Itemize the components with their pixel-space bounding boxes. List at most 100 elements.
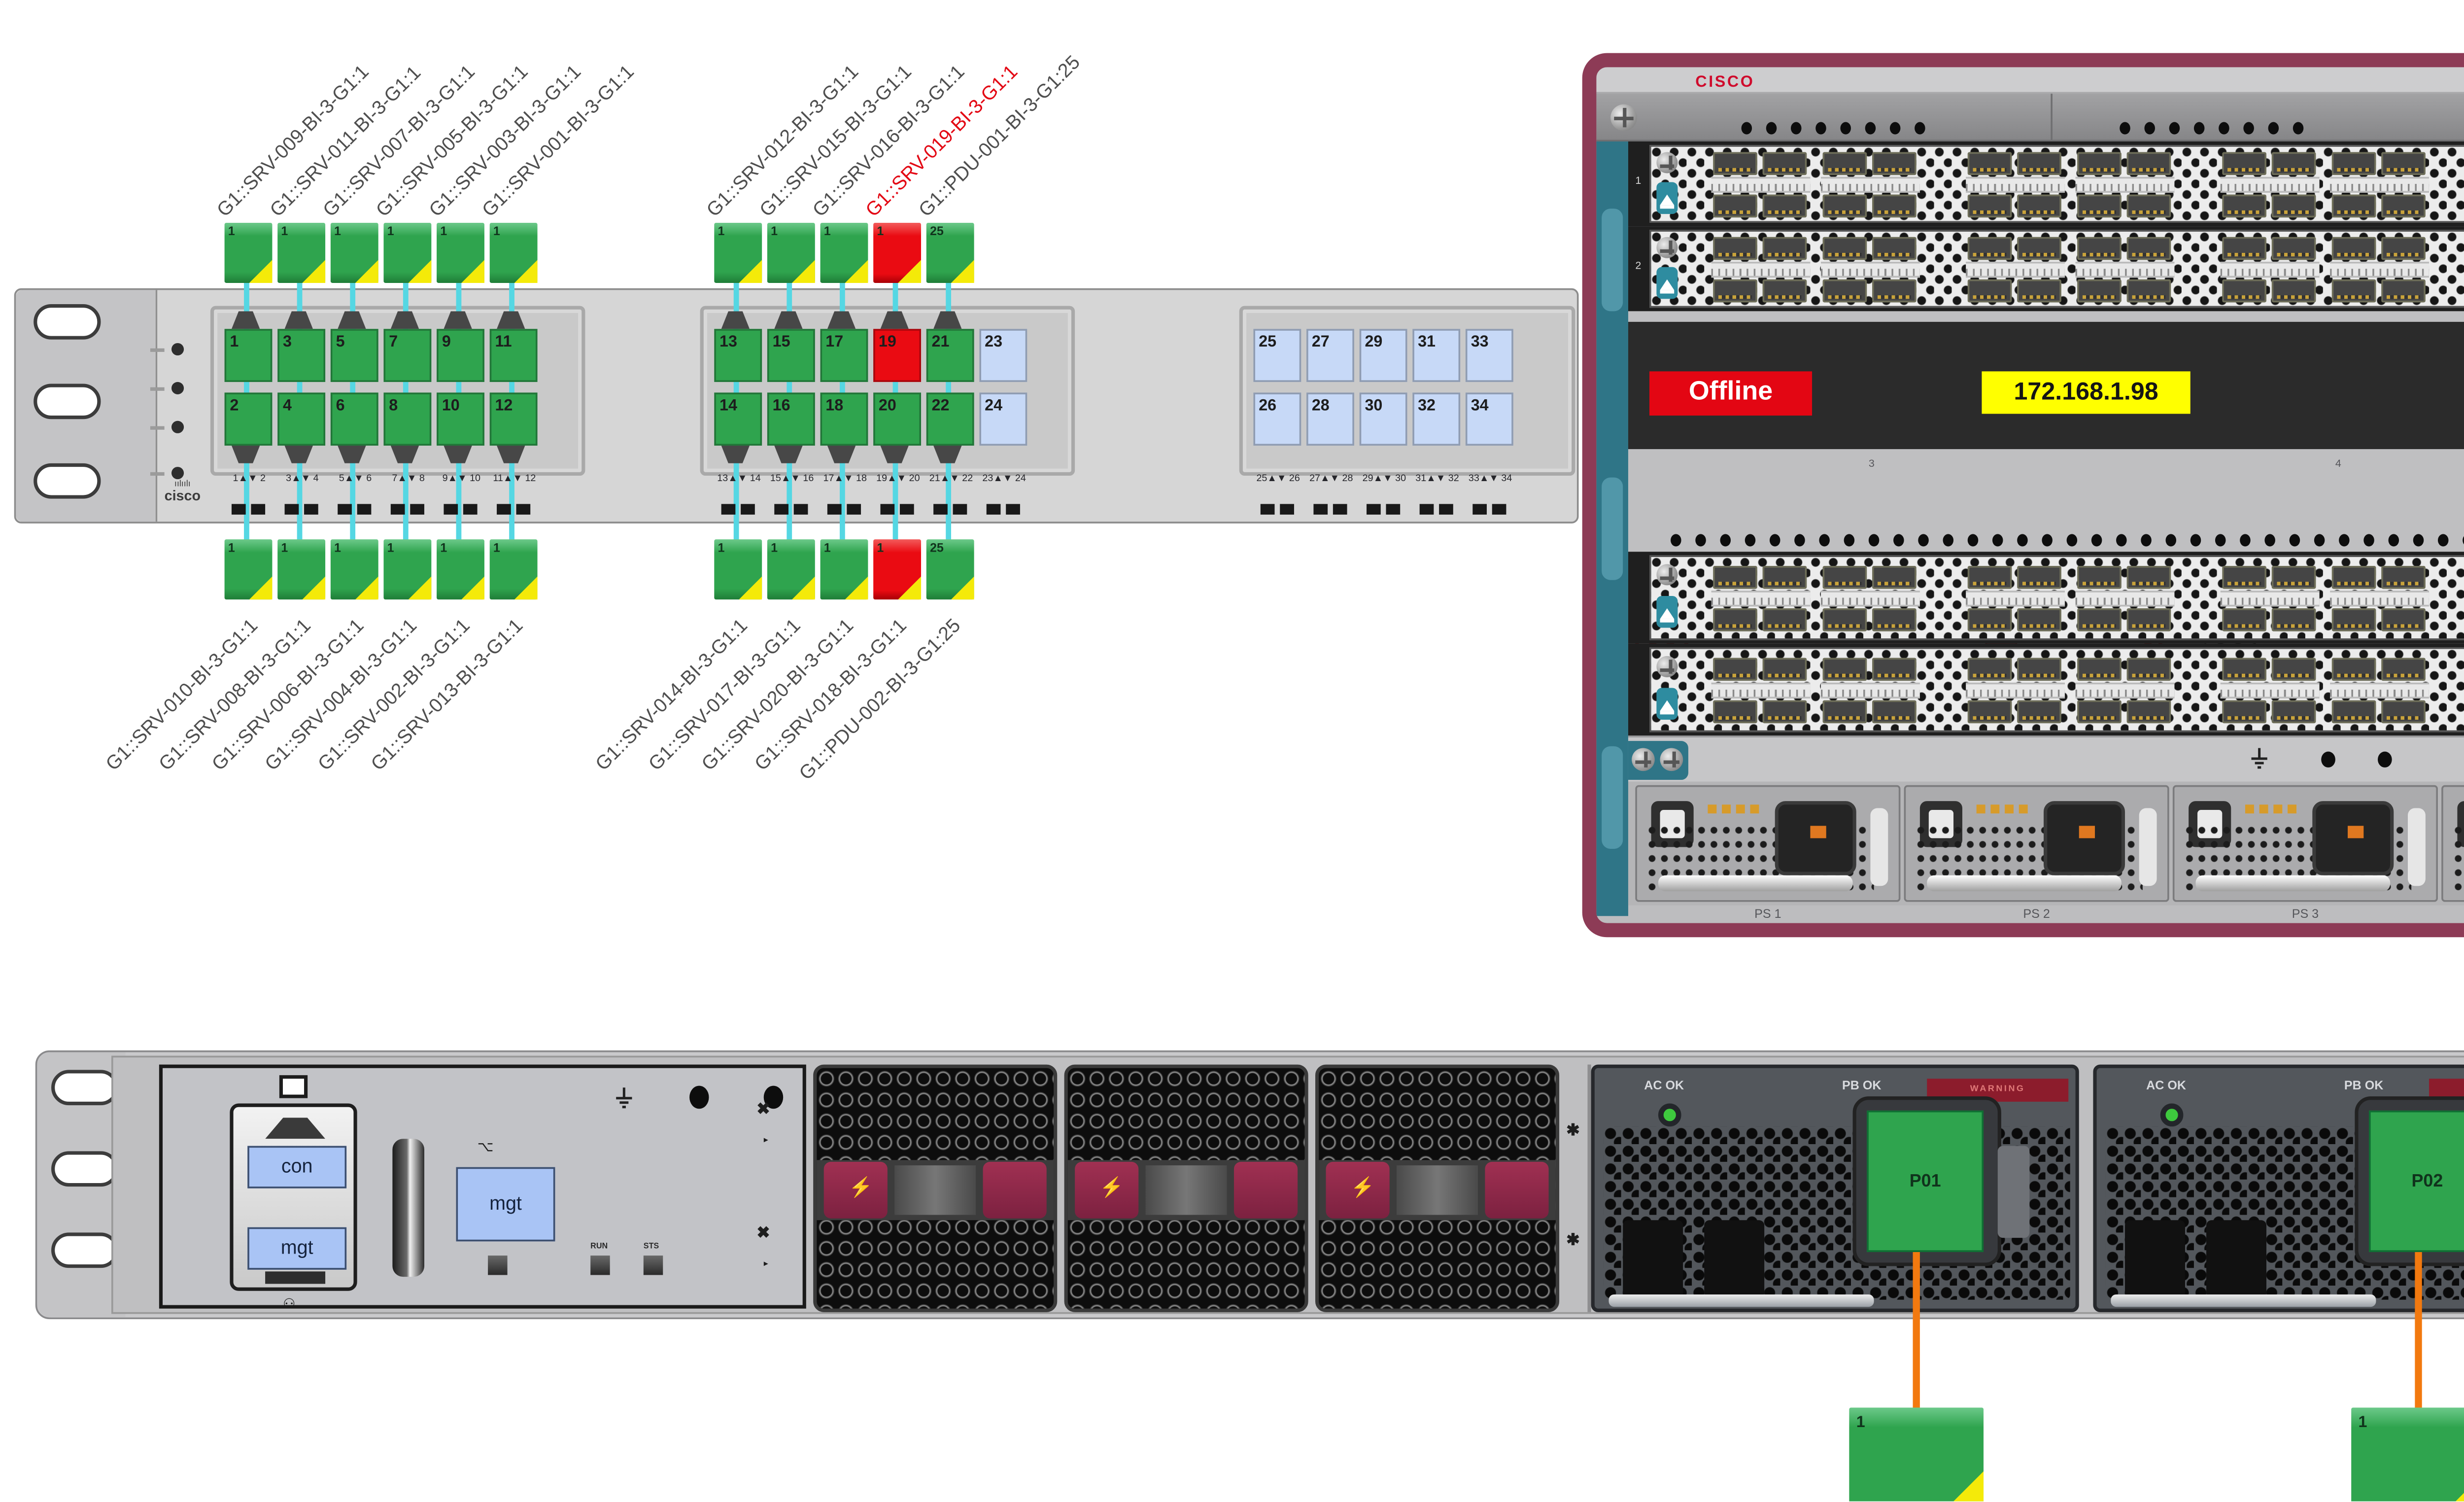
remote-endpoint-box-top[interactable]: 1 <box>277 223 326 283</box>
appliance-psu[interactable]: AC OK PB OK WARNING P02 1 <box>2093 1064 2464 1502</box>
qsfp-port-cluster[interactable] <box>1711 565 1811 633</box>
qsfp-port-cluster[interactable] <box>1966 152 2065 219</box>
remote-endpoint-box-top[interactable]: 1 <box>437 223 484 283</box>
switch-port-bottom[interactable]: 18 <box>820 392 868 446</box>
switch-port-top[interactable]: 17 <box>820 329 868 382</box>
remote-endpoint-box-top[interactable]: 25 <box>926 223 974 283</box>
fan-latch[interactable] <box>983 1161 1047 1219</box>
eject-button[interactable] <box>1656 688 1678 720</box>
remote-endpoint-box-bottom[interactable]: 1 <box>489 539 538 600</box>
remote-endpoint-box-bottom[interactable]: 1 <box>330 539 378 600</box>
power-connection-box[interactable]: P02 <box>2369 1110 2464 1252</box>
fan-latch[interactable] <box>1485 1161 1549 1219</box>
switch-port-bottom[interactable]: 6 <box>330 392 378 446</box>
remote-endpoint-box-bottom[interactable]: 1 <box>277 539 326 600</box>
qsfp-port-cluster[interactable] <box>1966 237 2065 304</box>
switch-port-bottom[interactable]: 24 <box>979 392 1027 446</box>
remote-endpoint-box-bottom[interactable]: 1 <box>873 539 922 600</box>
pdu-endpoint-box[interactable]: 1 <box>1849 1407 1984 1502</box>
qsfp-port-cluster[interactable] <box>2220 152 2320 219</box>
switch-port-bottom[interactable]: 26 <box>1253 392 1301 446</box>
qsfp-port-cluster[interactable] <box>2330 237 2430 304</box>
qsfp-port-cluster[interactable] <box>1820 152 1920 219</box>
switch-port-bottom[interactable]: 28 <box>1306 392 1354 446</box>
qsfp-port-cluster[interactable] <box>1711 237 1811 304</box>
switch-port-bottom[interactable]: 8 <box>383 392 432 446</box>
eject-button[interactable] <box>1656 182 1678 214</box>
switch-port-top[interactable]: 11 <box>489 329 538 382</box>
power-inlet[interactable] <box>2043 801 2125 875</box>
switch-port-bottom[interactable]: 14 <box>714 392 762 446</box>
remote-endpoint-box-top[interactable]: 1 <box>224 223 273 283</box>
switch-port-top[interactable]: 23 <box>979 329 1027 382</box>
appliance-device[interactable]: con mgt ⚇ ⌥ mgt RUN STS ✖ ▸ ✖ <box>35 1050 2464 1502</box>
fan-latch[interactable]: ⚡ <box>823 1161 888 1219</box>
qsfp-port-cluster[interactable] <box>2220 237 2320 304</box>
power-inlet[interactable] <box>2312 801 2394 875</box>
switch-port-bottom[interactable]: 4 <box>277 392 326 446</box>
qsfp-port-cluster[interactable] <box>2330 152 2430 219</box>
remote-endpoint-box-top[interactable]: 1 <box>330 223 378 283</box>
switch-port-top[interactable]: 31 <box>1412 329 1461 382</box>
switch-port-bottom[interactable]: 32 <box>1412 392 1461 446</box>
qsfp-port-cluster[interactable] <box>1711 658 1811 725</box>
chassis-slot-1[interactable]: 1 <box>1628 141 2464 227</box>
chassis-slot-6[interactable]: 6 <box>1628 643 2464 736</box>
remote-endpoint-box-top[interactable]: 1 <box>767 223 815 283</box>
switch-port-bottom[interactable]: 20 <box>873 392 922 446</box>
power-connection-box[interactable]: P01 <box>1867 1110 1984 1252</box>
chassis-slot-5[interactable]: 5 <box>1628 552 2464 644</box>
remote-endpoint-box-top[interactable]: 1 <box>714 223 762 283</box>
remote-endpoint-box-bottom[interactable]: 1 <box>437 539 484 600</box>
qsfp-port-cluster[interactable] <box>2075 565 2175 633</box>
remote-endpoint-box-bottom[interactable]: 1 <box>767 539 815 600</box>
switch-port-top[interactable]: 7 <box>383 329 432 382</box>
switch-port-bottom[interactable]: 22 <box>926 392 974 446</box>
psu-latch[interactable] <box>2407 808 2426 886</box>
switch-port-top[interactable]: 9 <box>437 329 484 382</box>
switch-port-top[interactable]: 25 <box>1253 329 1301 382</box>
qsfp-port-cluster[interactable] <box>1820 565 1920 633</box>
pdu-endpoint-box[interactable]: 1 <box>2351 1407 2464 1502</box>
psu-latch[interactable] <box>2139 808 2157 886</box>
usb-slot[interactable] <box>392 1139 424 1277</box>
qsfp-port-cluster[interactable] <box>1966 565 2065 633</box>
switch-port-top[interactable]: 5 <box>330 329 378 382</box>
psu-handle[interactable] <box>1658 875 1853 892</box>
qsfp-port-cluster[interactable] <box>2220 565 2320 633</box>
switch-port-top[interactable]: 3 <box>277 329 326 382</box>
psu-latch[interactable] <box>1870 808 1888 886</box>
mgmt-port-2[interactable]: mgt <box>456 1167 555 1242</box>
remote-endpoint-box-top[interactable]: 1 <box>820 223 868 283</box>
fan-latch[interactable] <box>1233 1161 1298 1219</box>
remote-endpoint-box-bottom[interactable]: 1 <box>224 539 273 600</box>
switch-port-top[interactable]: 1 <box>224 329 273 382</box>
qsfp-port-cluster[interactable] <box>2220 658 2320 725</box>
qsfp-port-cluster[interactable] <box>1711 152 1811 219</box>
switch-port-top[interactable]: 33 <box>1465 329 1513 382</box>
switch-port-top[interactable]: 19 <box>873 329 922 382</box>
qsfp-port-cluster[interactable] <box>1966 658 2065 725</box>
switch-port-bottom[interactable]: 2 <box>224 392 273 446</box>
fan-module-2[interactable]: ⚡ <box>1064 1064 1308 1312</box>
switch-port-top[interactable]: 13 <box>714 329 762 382</box>
chassis-slot-2[interactable]: 2 <box>1628 226 2464 312</box>
switch-port-bottom[interactable]: 10 <box>437 392 484 446</box>
eject-button[interactable] <box>1656 267 1678 299</box>
remote-endpoint-box-top[interactable]: 1 <box>489 223 538 283</box>
chassis-psu-1[interactable] <box>1635 785 1901 902</box>
console-port[interactable]: con <box>247 1146 347 1188</box>
chassis-psu-3[interactable] <box>2172 785 2438 902</box>
remote-endpoint-box-bottom[interactable]: 25 <box>926 539 974 600</box>
remote-endpoint-box-bottom[interactable]: 1 <box>714 539 762 600</box>
fan-module-1[interactable]: ⚡ <box>813 1064 1058 1312</box>
switch-port-top[interactable]: 27 <box>1306 329 1354 382</box>
remote-endpoint-box-top[interactable]: 1 <box>873 223 922 283</box>
switch-port-top[interactable]: 15 <box>767 329 815 382</box>
qsfp-port-cluster[interactable] <box>2330 658 2430 725</box>
mgmt-port-1[interactable]: mgt <box>247 1227 347 1270</box>
psu-handle[interactable] <box>2195 875 2391 892</box>
remote-endpoint-box-top[interactable]: 1 <box>383 223 432 283</box>
switch-port-bottom[interactable]: 30 <box>1359 392 1407 446</box>
qsfp-port-cluster[interactable] <box>1820 658 1920 725</box>
